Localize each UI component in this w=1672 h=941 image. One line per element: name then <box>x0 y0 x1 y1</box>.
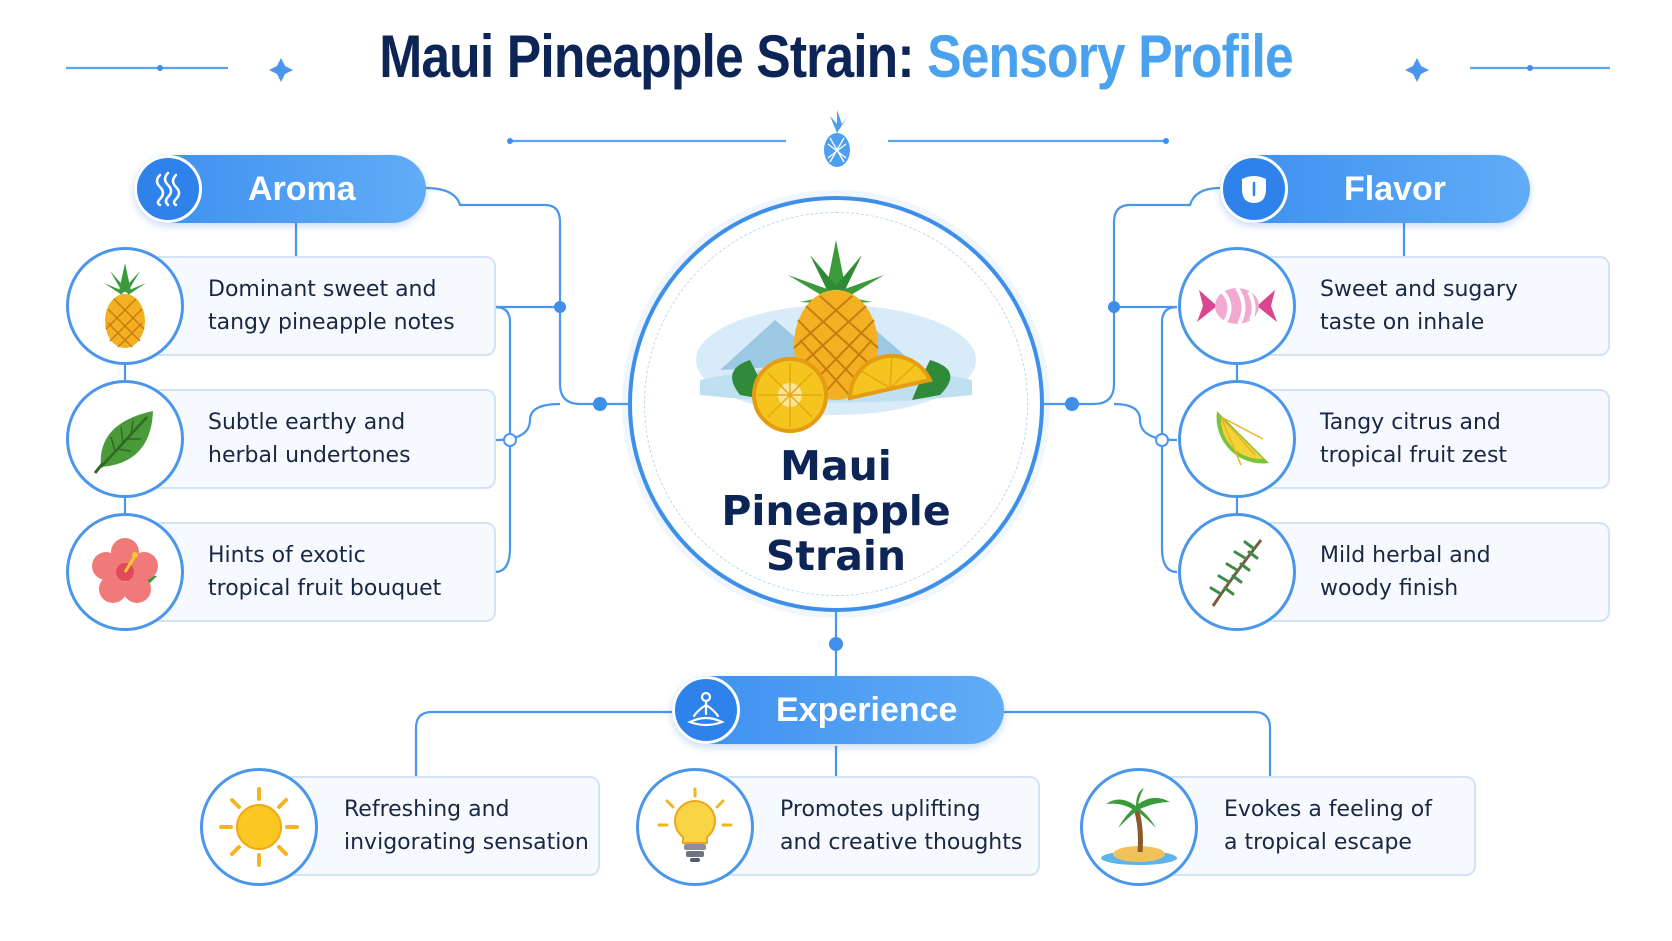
small-pineapple-icon <box>824 110 850 167</box>
flavor-item-1-line-2: taste on inhale <box>1320 310 1485 335</box>
pineapple-island-illustration <box>696 240 976 433</box>
tongue-icon <box>1220 155 1288 223</box>
hibiscus-icon <box>92 538 158 603</box>
flavor-item-1: Sweet and sugary taste on inhale <box>1262 256 1610 356</box>
aroma-item-3-line-2: tropical fruit bouquet <box>208 576 442 601</box>
aroma-item-3-icon-ring <box>66 513 184 631</box>
experience-item-1: Refreshing and invigorating sensation <box>280 776 600 876</box>
flavor-item-3-line-2: woody finish <box>1320 576 1459 601</box>
flavor-item-1-line-1: Sweet and sugary <box>1320 277 1518 302</box>
experience-item-1-icon-ring <box>200 768 318 886</box>
center-node <box>628 196 1044 612</box>
meditation-icon <box>672 676 740 744</box>
aroma-item-1-icon-ring <box>66 247 184 365</box>
page-title: Maui Pineapple Strain: Sensory Profile <box>117 22 1555 91</box>
experience-item-1-line-1: Refreshing and <box>344 797 510 822</box>
flavor-item-1-icon-ring <box>1178 247 1296 365</box>
sun-icon <box>219 787 299 867</box>
flavor-item-3-icon-ring <box>1178 513 1296 631</box>
center-label-line-2: Pineapple <box>721 487 951 535</box>
experience-label: Experience <box>776 691 958 729</box>
aroma-item-3: Hints of exotic tropical fruit bouquet <box>150 522 496 622</box>
center-label: Maui Pineapple Strain <box>628 444 1044 579</box>
aroma-item-2-icon-ring <box>66 380 184 498</box>
aroma-item-1-line-2: tangy pineapple notes <box>208 310 455 335</box>
wavy-lines-icon <box>134 155 202 223</box>
candy-icon <box>1197 286 1277 325</box>
palm-island-icon <box>1101 788 1177 865</box>
flavor-item-2-line-2: tropical fruit zest <box>1320 443 1508 468</box>
experience-item-3-icon-ring <box>1080 768 1198 886</box>
flavor-item-2: Tangy citrus and tropical fruit zest <box>1262 389 1610 489</box>
experience-item-1-line-2: invigorating sensation <box>344 830 589 855</box>
center-label-line-1: Maui <box>780 442 892 490</box>
experience-item-3-line-2: a tropical escape <box>1224 830 1412 855</box>
flavor-item-2-line-1: Tangy citrus and <box>1320 410 1501 435</box>
flavor-item-3-line-1: Mild herbal and <box>1320 543 1491 568</box>
experience-item-2-icon-ring <box>636 768 754 886</box>
pineapple-icon <box>104 263 146 348</box>
experience-item-3: Evokes a feeling of a tropical escape <box>1160 776 1476 876</box>
aroma-item-2-line-1: Subtle earthy and <box>208 410 406 435</box>
title-part-2: Sensory Profile <box>927 23 1293 90</box>
light-bulb-icon <box>657 787 733 862</box>
flavor-label: Flavor <box>1344 170 1447 208</box>
center-label-line-3: Strain <box>765 532 907 580</box>
aroma-item-1: Dominant sweet and tangy pineapple notes <box>150 256 496 356</box>
center-inner-ring <box>644 212 1028 596</box>
experience-item-2-line-1: Promotes uplifting <box>780 797 981 822</box>
experience-header: Experience <box>672 676 1004 744</box>
aroma-item-2: Subtle earthy and herbal undertones <box>150 389 496 489</box>
experience-item-2-line-2: and creative thoughts <box>780 830 1023 855</box>
aroma-item-2-line-2: herbal undertones <box>208 443 411 468</box>
flavor-item-3: Mild herbal and woody finish <box>1262 522 1610 622</box>
flavor-header: Flavor <box>1220 155 1530 223</box>
herb-sprig-icon <box>1209 539 1263 607</box>
flavor-item-2-icon-ring <box>1178 380 1296 498</box>
citrus-icon <box>1216 411 1269 466</box>
experience-item-2: Promotes uplifting and creative thoughts <box>716 776 1040 876</box>
aroma-item-3-line-1: Hints of exotic <box>208 543 366 568</box>
aroma-item-1-line-1: Dominant sweet and <box>208 277 437 302</box>
aroma-header: Aroma <box>134 155 426 223</box>
title-part-1: Maui Pineapple Strain: <box>379 23 914 90</box>
aroma-label: Aroma <box>248 170 356 208</box>
experience-item-3-line-1: Evokes a feeling of <box>1224 797 1432 822</box>
leaf-icon <box>93 411 153 474</box>
